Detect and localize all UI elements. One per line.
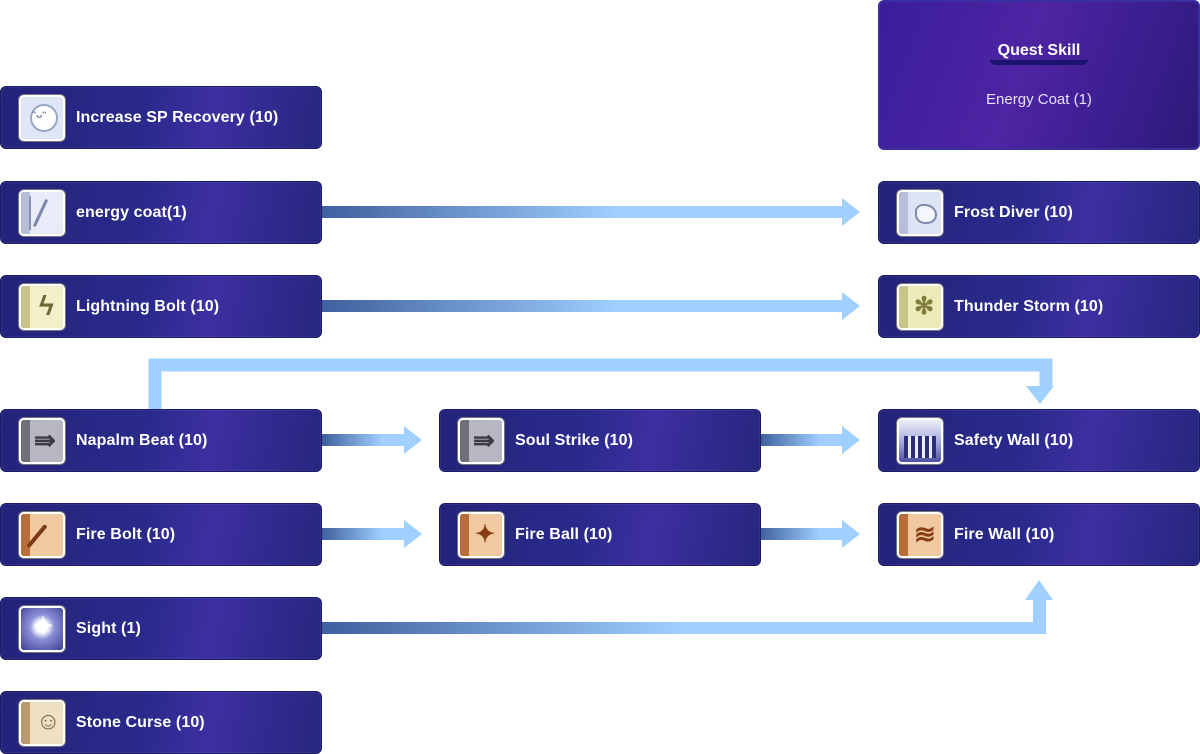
skill-label: Thunder Storm (10) bbox=[954, 297, 1104, 315]
skill-energy-coat[interactable]: energy coat(1) bbox=[0, 181, 322, 244]
arrow-napalm-beat-to-safety-wall bbox=[148, 358, 1054, 409]
soul-strike-book-icon bbox=[460, 419, 502, 462]
skill-fire-ball[interactable]: Fire Ball (10) bbox=[439, 503, 761, 566]
skill-label: Soul Strike (10) bbox=[515, 431, 634, 449]
fire-ball-book-icon bbox=[460, 513, 502, 556]
arrow-sight-to-fire-wall bbox=[322, 580, 1053, 634]
thunder-storm-book-icon bbox=[899, 285, 941, 328]
lightning-bolt-book-icon bbox=[21, 285, 63, 328]
skill-safety-wall[interactable]: Safety Wall (10) bbox=[878, 409, 1200, 472]
arrow-fire-bolt-to-fire-ball bbox=[322, 520, 422, 548]
sight-icon bbox=[21, 607, 63, 650]
fire-bolt-book-icon bbox=[21, 513, 63, 556]
skill-fire-wall[interactable]: Fire Wall (10) bbox=[878, 503, 1200, 566]
skill-label: Napalm Beat (10) bbox=[76, 431, 208, 449]
quest-skill-title: Quest Skill bbox=[989, 42, 1089, 65]
skill-lightning-bolt[interactable]: Lightning Bolt (10) bbox=[0, 275, 322, 338]
skill-label: energy coat(1) bbox=[76, 203, 187, 221]
frost-diver-book-icon bbox=[899, 191, 941, 234]
skill-thunder-storm[interactable]: Thunder Storm (10) bbox=[878, 275, 1200, 338]
skill-label: Increase SP Recovery (10) bbox=[76, 108, 279, 126]
skill-increase-sp-recovery[interactable]: Increase SP Recovery (10) bbox=[0, 86, 322, 149]
skill-napalm-beat[interactable]: Napalm Beat (10) bbox=[0, 409, 322, 472]
sp-recovery-icon bbox=[21, 96, 63, 139]
skill-label: Fire Ball (10) bbox=[515, 525, 613, 543]
quest-skill-panel: Quest Skill Energy Coat (1) bbox=[878, 0, 1200, 150]
skill-soul-strike[interactable]: Soul Strike (10) bbox=[439, 409, 761, 472]
skill-label: Fire Bolt (10) bbox=[76, 525, 176, 543]
quest-skill-item[interactable]: Energy Coat (1) bbox=[986, 91, 1092, 108]
skill-fire-bolt[interactable]: Fire Bolt (10) bbox=[0, 503, 322, 566]
energy-coat-book-icon bbox=[21, 191, 63, 234]
skill-label: Safety Wall (10) bbox=[954, 431, 1074, 449]
arrow-energy-coat-to-frost-diver bbox=[322, 198, 860, 226]
arrow-napalm-beat-to-soul-strike bbox=[322, 426, 422, 454]
arrow-lightning-bolt-to-thunder-storm bbox=[322, 292, 860, 320]
skill-sight[interactable]: Sight (1) bbox=[0, 597, 322, 660]
arrow-soul-strike-to-safety-wall bbox=[760, 426, 860, 454]
skill-label: Frost Diver (10) bbox=[954, 203, 1073, 221]
skill-label: Stone Curse (10) bbox=[76, 713, 205, 731]
arrow-fire-ball-to-fire-wall bbox=[760, 520, 860, 548]
napalm-beat-book-icon bbox=[21, 419, 63, 462]
skill-label: Fire Wall (10) bbox=[954, 525, 1055, 543]
safety-wall-icon bbox=[899, 419, 941, 462]
skill-stone-curse[interactable]: Stone Curse (10) bbox=[0, 691, 322, 754]
skill-label: Sight (1) bbox=[76, 619, 141, 637]
skill-label: Lightning Bolt (10) bbox=[76, 297, 220, 315]
skill-frost-diver[interactable]: Frost Diver (10) bbox=[878, 181, 1200, 244]
fire-wall-book-icon bbox=[899, 513, 941, 556]
stone-curse-book-icon bbox=[21, 701, 63, 744]
